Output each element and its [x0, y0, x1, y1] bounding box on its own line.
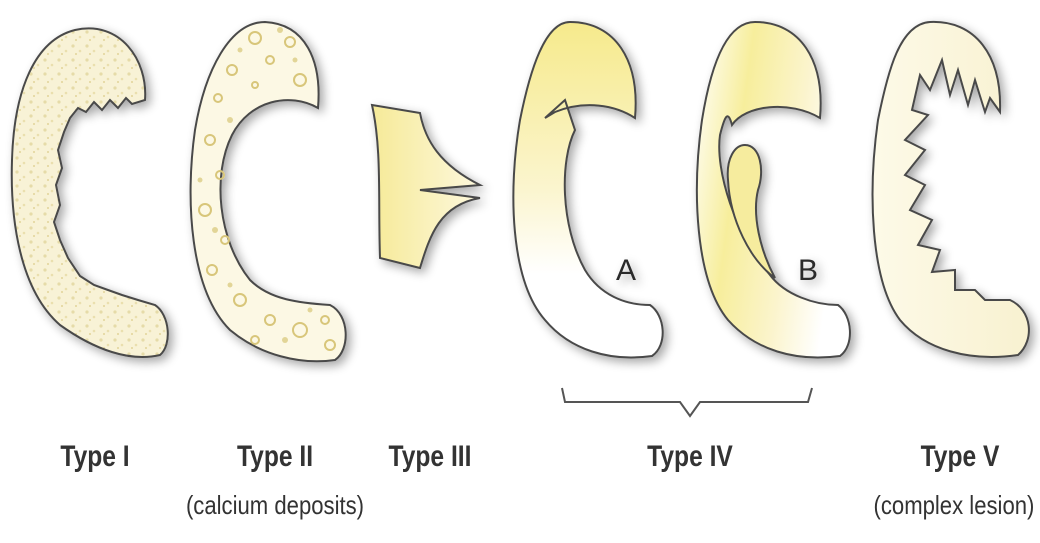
type-2-label: Type II: [226, 440, 324, 474]
type-4a-meniscus: A: [513, 22, 662, 358]
type-5-note: (complex lesion): [874, 490, 1027, 521]
type-2-note: (calcium deposits): [177, 490, 373, 521]
type-5-label: Type V: [911, 440, 1009, 474]
tear-label-a: A: [616, 254, 636, 287]
type-4-label: Type IV: [637, 440, 744, 474]
type-3-meniscus: [372, 105, 480, 268]
type-4b-meniscus: B: [697, 22, 850, 358]
type-3-label: Type III: [381, 440, 479, 474]
type-1-meniscus: [12, 28, 168, 357]
type-4-bracket: [562, 388, 812, 416]
tear-label-b: B: [798, 254, 818, 287]
type-5-meniscus: [873, 22, 1029, 357]
type-1-label: Type I: [50, 440, 140, 474]
type-2-meniscus: [191, 22, 346, 361]
